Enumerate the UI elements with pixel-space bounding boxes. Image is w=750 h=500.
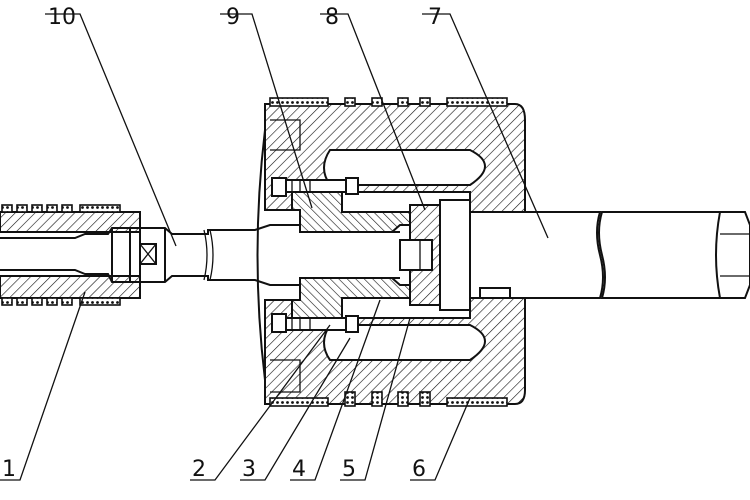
leader-lines bbox=[0, 13, 549, 481]
callout-1: 1 bbox=[2, 457, 16, 482]
callout-5: 5 bbox=[342, 457, 356, 482]
bolt-upper bbox=[271, 177, 359, 197]
callout-3: 3 bbox=[242, 457, 256, 482]
callout-7: 7 bbox=[428, 5, 442, 30]
callout-6: 6 bbox=[412, 457, 426, 482]
inner-coupling-assembly bbox=[271, 177, 511, 333]
callout-8: 8 bbox=[325, 5, 339, 30]
callouts: 10 9 8 7 1 2 3 4 5 6 bbox=[2, 5, 442, 482]
left-tube-part-1 bbox=[0, 204, 141, 306]
callout-2: 2 bbox=[192, 457, 206, 482]
callout-9: 9 bbox=[226, 5, 240, 30]
bolt-lower bbox=[271, 313, 359, 333]
housing-pads-bottom bbox=[269, 391, 508, 407]
left-tube-pads bbox=[1, 204, 121, 306]
callout-4: 4 bbox=[292, 457, 306, 482]
housing-part-6 bbox=[256, 97, 526, 407]
housing-pads-top bbox=[269, 97, 508, 107]
callout-10: 10 bbox=[48, 5, 76, 30]
output-shaft-part-7 bbox=[470, 211, 750, 299]
